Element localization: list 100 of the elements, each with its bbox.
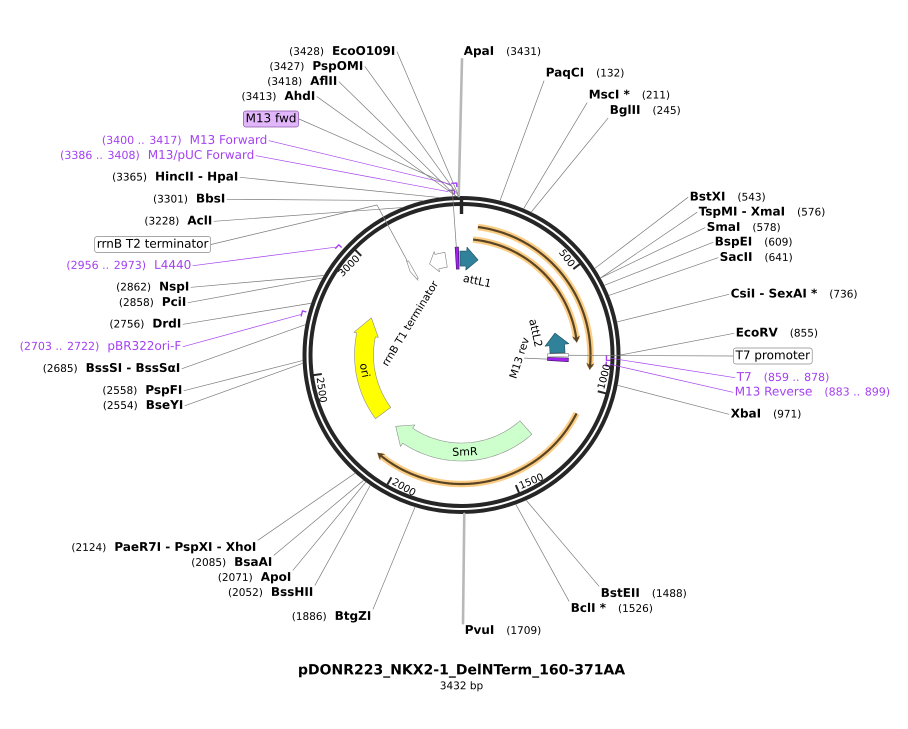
primer-mark (606, 355, 610, 362)
primer-label: (2956 .. 2973) L4440 (67, 260, 190, 270)
primer-mark (448, 189, 456, 194)
leader-line (617, 384, 730, 415)
enzyme-label: BstXI (543) (690, 192, 765, 202)
leader-line (610, 358, 736, 378)
plasmid-backbone (302, 196, 620, 514)
leader-line (523, 102, 588, 209)
leader-line (604, 242, 714, 286)
enzyme-label: SacII (641) (720, 252, 792, 262)
enzyme-label: BstEII (1488) (602, 588, 686, 598)
leader-line (182, 324, 306, 370)
enzyme-label: PaqCI (132) (546, 68, 624, 79)
enzyme-label: (2554) BseYI (104, 400, 182, 410)
leader-line (530, 118, 608, 212)
leader-line (594, 196, 688, 269)
leader-line (274, 480, 364, 556)
leader-line (182, 314, 302, 348)
leader-line (256, 155, 448, 192)
enzyme-label: (3413) AhdI (242, 90, 314, 102)
enzyme-label: SmaI (578) (708, 222, 780, 232)
leader-line (190, 275, 324, 288)
leader-line (184, 362, 304, 406)
primer-mark (300, 310, 307, 317)
leader-line (316, 96, 456, 196)
leader-line (600, 212, 698, 278)
leader-line (182, 302, 312, 325)
leader-line (462, 512, 466, 624)
feature-block (406, 260, 419, 281)
enzyme-label: BclI * (1526) (572, 602, 652, 614)
map-title: pDONR223_NKX2-1_DelNTerm_160-371AA (299, 664, 626, 678)
enzyme-label: (2558) PspFI (103, 385, 182, 396)
leader-line (258, 472, 356, 541)
feature-block: SmR (395, 420, 532, 462)
leader-line (524, 358, 548, 360)
leader-line (396, 51, 460, 196)
leader-line (298, 118, 457, 248)
node-label: attL2 (529, 320, 542, 347)
enzyme-label: (3427) PspOMI (270, 61, 362, 72)
enzyme-label: TspMI - XmaI (576) (698, 206, 824, 218)
enzyme-label: EcoRV (855) (736, 328, 818, 338)
primer-label: (2703 .. 2722) pBR322ori-F (20, 340, 181, 352)
primer-label: T7 (859 .. 878) (736, 372, 828, 382)
leader-line (210, 204, 408, 261)
leader-line (600, 227, 706, 278)
feature-tag: M13 fwd (243, 110, 299, 128)
leader-line (620, 332, 734, 356)
leader-line (526, 500, 600, 587)
node-label: attL1 (464, 276, 490, 288)
leader-line (364, 66, 460, 196)
enzyme-label: PvuI (1709) (466, 625, 540, 636)
enzyme-label: BglII (245) (610, 104, 680, 116)
feature-bar (454, 246, 460, 270)
leader-line (188, 278, 323, 304)
leader-line (338, 81, 456, 196)
primer-label: (3386 .. 3408) M13/pUC Forward (61, 150, 254, 162)
enzyme-label: (3418) AflII (268, 76, 336, 86)
leader-line (616, 294, 730, 322)
feature-label: M13 rev (509, 337, 528, 378)
enzyme-label: (2858) PciI (120, 296, 186, 308)
enzyme-label: (3428) EcoO109I (290, 46, 394, 56)
feature-tag: rrnB T2 terminator (94, 236, 211, 253)
feature-block (547, 353, 569, 358)
tick-label: 1000 (598, 364, 610, 389)
primer-label: M13 Reverse (883 .. 899) (736, 386, 890, 397)
enzyme-label: (3301) BbsI (154, 193, 224, 204)
leader-line (184, 360, 303, 392)
primer-mark (451, 182, 458, 188)
leader-line (500, 80, 544, 202)
enzyme-label: (2685) BssSI - BssSαI (44, 363, 180, 374)
primer-label: (3400 .. 3417) M13 Forward (102, 134, 266, 146)
enzyme-label: (3365) HincII - HpaI (113, 171, 238, 183)
leader-line (240, 176, 440, 198)
leader-line (192, 246, 336, 266)
feature-block: attL2 (529, 320, 570, 354)
leader-line (372, 506, 416, 610)
primer-mark (334, 244, 342, 250)
leader-line (214, 207, 402, 222)
feature-bar (547, 357, 569, 362)
enzyme-label: (2862) NspI (117, 282, 188, 293)
enzyme-label: (2756) DrdI (110, 318, 180, 329)
leader-line (610, 364, 734, 393)
length-label: 3432 bp (440, 681, 483, 692)
enzyme-label: BspEI (609) (716, 236, 792, 248)
leader-line (268, 140, 452, 185)
enzyme-label: (2085) BsaAI (192, 557, 272, 568)
enzyme-label: (3228) AclI (145, 215, 212, 226)
enzyme-label: CsiI - SexAI * (736) (731, 288, 857, 299)
enzyme-label: (2052) BssHII (228, 587, 312, 598)
tick-label: 2500 (316, 378, 327, 402)
enzyme-label: MscI * (211) (590, 90, 670, 100)
feature-tag: T7 promoter (733, 348, 813, 364)
enzyme-label: (2124) PaeR7I - PspXI - XhoI (72, 542, 256, 554)
leader-line (292, 482, 366, 571)
feature-block: attL1 (460, 246, 490, 288)
leader-line (457, 58, 464, 198)
leader-line (314, 484, 371, 586)
leader-line (516, 504, 570, 602)
leader-line (568, 354, 734, 356)
tick-label: 1500 (519, 474, 543, 489)
